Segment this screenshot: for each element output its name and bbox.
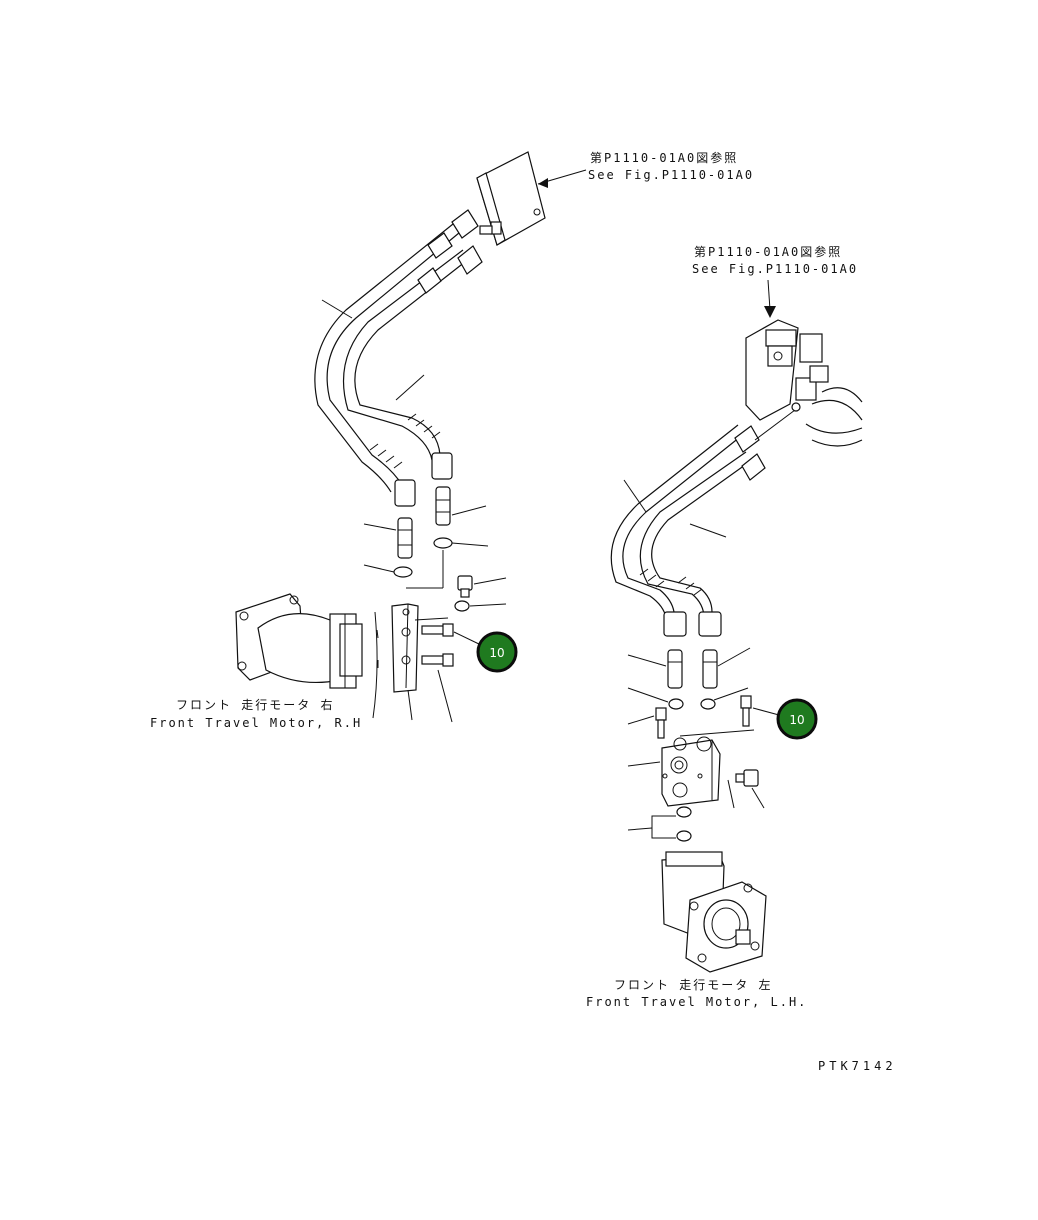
hose-pair-left bbox=[314, 209, 483, 493]
leader-oring-r1 bbox=[627, 687, 669, 703]
adapter-right-2 bbox=[702, 649, 718, 689]
bolt-right-1 bbox=[655, 707, 667, 739]
leader-bolts bbox=[437, 669, 453, 723]
o-ring-right-4 bbox=[676, 830, 692, 842]
valve-block-right bbox=[661, 736, 721, 807]
o-ring-left-1 bbox=[433, 537, 453, 549]
plug-left bbox=[457, 575, 473, 598]
travel-motor-rh bbox=[235, 593, 363, 689]
leader-bolt-r1 bbox=[627, 715, 655, 725]
leader-oring-3 bbox=[469, 603, 507, 607]
travel-motor-lh bbox=[661, 851, 767, 973]
ref-mid-jp: 第P1110-01A0図参照 bbox=[694, 244, 842, 259]
plug-right bbox=[735, 769, 759, 787]
leader-oring-r3 bbox=[627, 827, 653, 831]
motor-rh-jp: フロント 走行モータ 右 bbox=[176, 697, 334, 712]
adapter-left-2 bbox=[435, 486, 451, 526]
leader-washer-r bbox=[727, 779, 735, 809]
leader-plug-r bbox=[751, 787, 765, 809]
bracket-line-r bbox=[679, 729, 755, 737]
bracket-plate-top bbox=[476, 151, 546, 246]
ref-top-jp: 第P1110-01A0図参照 bbox=[590, 150, 738, 165]
arrow-top-ref bbox=[538, 178, 548, 188]
badge-1-number: 10 bbox=[489, 646, 504, 660]
hose-end-fittings-left bbox=[394, 452, 453, 507]
o-ring-right-1 bbox=[668, 698, 684, 710]
ref-top-en: See Fig.P1110-01A0 bbox=[588, 168, 754, 182]
callout-badge-10-b: 10 bbox=[776, 698, 818, 740]
ref-mid-en: See Fig.P1110-01A0 bbox=[692, 262, 858, 276]
bracket-oring-r bbox=[651, 815, 676, 839]
adapter-right-1 bbox=[667, 649, 683, 689]
leader-oring-2 bbox=[363, 564, 395, 573]
o-ring-left-2 bbox=[393, 566, 413, 578]
bracket-plate-mid bbox=[745, 319, 863, 447]
gasket-tick-1 bbox=[376, 629, 379, 639]
callout-badge-10-a: 10 bbox=[476, 631, 518, 673]
leader-block-r bbox=[627, 761, 661, 767]
hose-pair-right bbox=[610, 402, 801, 619]
figure-id: PTK7142 bbox=[818, 1059, 897, 1073]
leader-adapter-r2 bbox=[717, 647, 751, 667]
valve-block-left bbox=[391, 603, 449, 693]
o-ring-left-3 bbox=[454, 600, 470, 612]
leader-badge-2 bbox=[752, 707, 780, 716]
badge-2-number: 10 bbox=[789, 713, 804, 727]
leader-adapter-r1 bbox=[627, 654, 667, 667]
gasket-arc-left bbox=[372, 611, 378, 719]
leader-oring-r2 bbox=[713, 687, 749, 701]
hose-end-fittings-right bbox=[663, 611, 722, 637]
leader-hose-d bbox=[689, 523, 727, 538]
leader-hose-b bbox=[395, 374, 425, 401]
leader-badge-1 bbox=[453, 631, 482, 646]
o-ring-right-2 bbox=[700, 698, 716, 710]
bolt-right-2 bbox=[740, 695, 752, 727]
bolt-left-2 bbox=[421, 653, 454, 667]
leader-mid-ref bbox=[767, 279, 771, 311]
o-ring-right-3 bbox=[676, 806, 692, 818]
leader-adapter-2 bbox=[451, 505, 487, 516]
adapter-left-1 bbox=[397, 517, 413, 559]
leader-adapter-1 bbox=[363, 523, 397, 531]
motor-rh-en: Front Travel Motor, R.H bbox=[150, 716, 362, 730]
bolt-left-1 bbox=[421, 623, 454, 637]
motor-lh-jp: フロント 走行モータ 左 bbox=[614, 977, 772, 992]
leader-block bbox=[407, 689, 413, 721]
leader-hose-a bbox=[321, 299, 353, 319]
leader-plug bbox=[473, 577, 507, 585]
arrow-mid-ref bbox=[764, 306, 776, 318]
motor-lh-en: Front Travel Motor, L.H. bbox=[586, 995, 807, 1009]
leader-oring-1 bbox=[451, 542, 489, 547]
leader-hose-c bbox=[623, 479, 647, 513]
